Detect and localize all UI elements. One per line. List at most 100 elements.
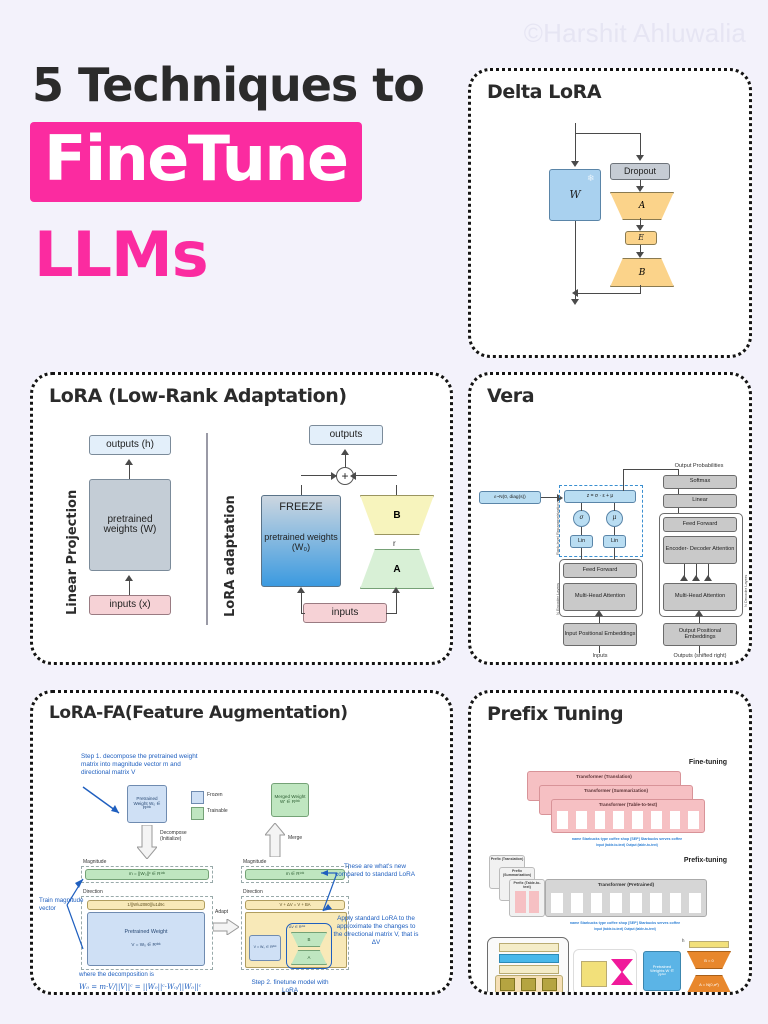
snowflake-icon: ❄	[587, 173, 595, 183]
lorafa-merge-label: Merge	[288, 835, 303, 841]
lora-node-freeze: FREEZE pretrained weights (W₀)	[261, 495, 341, 587]
panel-vera: Vera ε~N(0, diag(s)) Rank-level Reparame…	[468, 372, 752, 665]
headline-line-1: 5 Techniques to	[32, 58, 425, 112]
lora-r-line7	[301, 593, 303, 613]
vera-enc-a1	[595, 610, 603, 616]
vera-lin-l4	[614, 548, 616, 561]
lorafa-legend-trainable-swatch	[191, 807, 204, 820]
vera-node-mu: μ	[606, 510, 623, 527]
lora-r-arrow3	[350, 472, 356, 480]
lora-r-arrow1	[341, 449, 349, 455]
prefix-h-label: h	[682, 938, 685, 943]
lora-node-outputs: outputs	[309, 425, 383, 445]
panel-lora-fa: LoRA-FA(Feature Augmentation) Step 1. de…	[30, 690, 453, 995]
lora-r-line3	[301, 475, 337, 477]
delta-node-a: A	[610, 192, 674, 220]
lorafa-decompose-arrow	[137, 825, 157, 859]
lorafa-where-text: where the decomposition is	[79, 971, 154, 978]
lorafa-decompose-label: Decompose (Initialize)	[160, 830, 187, 842]
headline-block: 5 Techniques to FineTune LLMs	[30, 62, 460, 286]
lora-r-arrow5	[392, 587, 400, 593]
vera-decoder-input-label: Outputs (shifted right)	[673, 653, 727, 659]
lora-r-line4	[396, 485, 398, 495]
prefix-adapter-bar-blue	[499, 954, 559, 963]
lorafa-direction-norm-right: V + ΔV = V + BA	[245, 900, 345, 910]
panel-lora: LoRA (Low-Rank Adaptation) Linear Projec…	[30, 372, 453, 665]
panel-delta-lora-title: Delta LoRA	[487, 81, 602, 103]
vera-mu-l	[614, 503, 616, 511]
lorafa-adapt-label: Adapt	[215, 909, 229, 915]
lora-fa-diagram: Step 1. decompose the pretrained weight …	[33, 723, 450, 992]
delta-lora-diagram: W ❄ Dropout A E B	[471, 103, 749, 338]
vera-encoder-embed: Input Positional Embeddings	[563, 623, 637, 646]
panel-prefix-tuning-title: Prefix Tuning	[487, 703, 624, 725]
vera-reparam-side-label: Rank-level Reparametrization	[555, 502, 560, 555]
headline-line-2: FineTune	[44, 122, 349, 195]
lorafa-new-vs-lora-arrows	[321, 870, 338, 912]
lora-right-section-label: LoRA adaptation	[223, 495, 238, 617]
lorafa-direction-label-right: Direction	[243, 889, 263, 895]
delta-arrow-e	[636, 225, 644, 231]
lora-diagram: Linear Projection outputs (h) pretrained…	[33, 407, 450, 652]
prefix-adapter-cell-3	[542, 978, 557, 991]
vera-dec-l1	[684, 564, 686, 578]
lora-r-line6	[301, 613, 305, 615]
prefix-token-line-prefix: name Starbucks type coffee shop [SEP] St…	[569, 921, 681, 925]
prefix-token-slots-pretrained	[551, 893, 701, 913]
delta-arrow-a	[636, 186, 644, 192]
lora-l-arrow1	[125, 459, 133, 465]
vera-lin-l3	[581, 548, 583, 561]
lora-node-inputs: inputs	[303, 603, 387, 623]
delta-arrow-into-dropout	[636, 155, 644, 161]
vera-lin-l2	[614, 527, 616, 535]
delta-branch-v	[640, 133, 642, 157]
prefix-lora-b: B = 0	[687, 951, 731, 969]
prefix-prefixtuning-label: Prefix-tuning	[683, 857, 727, 864]
lorafa-new-vs-lora-text: These are what's new compared to standar…	[335, 863, 415, 878]
lorafa-merged-weight-box: Merged Weight W' ∈ Rᵈˣᵏ	[271, 783, 309, 817]
lora-section-divider	[206, 433, 208, 625]
lorafa-magnitude-label-left: Magnitude	[83, 859, 107, 865]
prefix-pretrained-weights-box: Pretrained Weights W ∈ Rᵈˣᵈ	[643, 951, 681, 991]
lorafa-legend-frozen-label: Frozen	[207, 792, 223, 798]
headline-line-3: LLMs	[34, 218, 209, 291]
lorafa-train-magnitude-text: Train magnitude vector	[39, 897, 84, 912]
vera-dec-l5	[699, 646, 701, 653]
prefix-token-sub-finetune: Input (table-to-text) Output (table-to-t…	[596, 843, 658, 847]
delta-arrow-into-w	[571, 161, 579, 167]
vera-output-prob-label: Output Probabilities	[674, 463, 724, 469]
prefix-x-label: x	[644, 993, 646, 995]
lora-l-line1	[129, 465, 131, 479]
panel-prefix-tuning: Prefix Tuning Fine-tuning Transformer (T…	[468, 690, 752, 995]
lorafa-apply-lora-text: Apply standard LoRA to the approximate t…	[333, 915, 419, 946]
lorafa-step1-text: Step 1. decompose the pretrained weight …	[81, 753, 198, 776]
lora-left-section-label: Linear Projection	[65, 489, 80, 615]
vera-cross-v1	[623, 469, 625, 491]
vera-decoder-ff: Feed Forward	[663, 517, 737, 532]
lora-r-arrow2	[331, 472, 337, 480]
vera-node-z: z = σ · ε + μ	[564, 490, 636, 503]
vera-decoder-mha: Multi-Head Attention	[663, 583, 737, 611]
panel-lora-fa-title: LoRA-FA(Feature Augmentation)	[49, 703, 348, 723]
lora-l-arrow2	[125, 575, 133, 581]
vera-decoder-softmax: Softmax	[663, 475, 737, 489]
delta-node-e: E	[625, 231, 657, 245]
watermark: ©Harshit Ahluwalia	[523, 18, 746, 48]
lorafa-legend-trainable-label: Trainable	[207, 808, 228, 814]
vera-decoder-enc-dec-attn: Encoder- Decoder Attention	[663, 536, 737, 564]
delta-arrow-b	[636, 252, 644, 258]
prefix-adapter-bar-1	[499, 943, 559, 952]
lora-r-line2	[301, 485, 303, 495]
delta-l4	[640, 285, 642, 294]
delta-node-dropout: Dropout	[610, 163, 670, 180]
lorafa-direction-inner-eq: V = W₀ ∈ Rᵈˣᵏ	[131, 941, 161, 947]
prefix-finetuning-label: Fine-tuning	[688, 759, 727, 766]
delta-merge-h	[577, 293, 641, 295]
vera-encoder-input-label: Inputs	[592, 653, 608, 659]
lorafa-adapt-arrow	[213, 919, 239, 935]
lorafa-right-pretrained-small: V = W₀ ∈ Rᵈˣᵏ	[249, 935, 281, 961]
prefix-token-sub-prefix: Input (table-to-text) Output (table-to-t…	[594, 927, 656, 931]
vera-lin-l1	[581, 527, 583, 535]
lora-freeze-sub: pretrained weights (W₀)	[264, 531, 338, 552]
lorafa-direction-region-left	[81, 896, 213, 970]
